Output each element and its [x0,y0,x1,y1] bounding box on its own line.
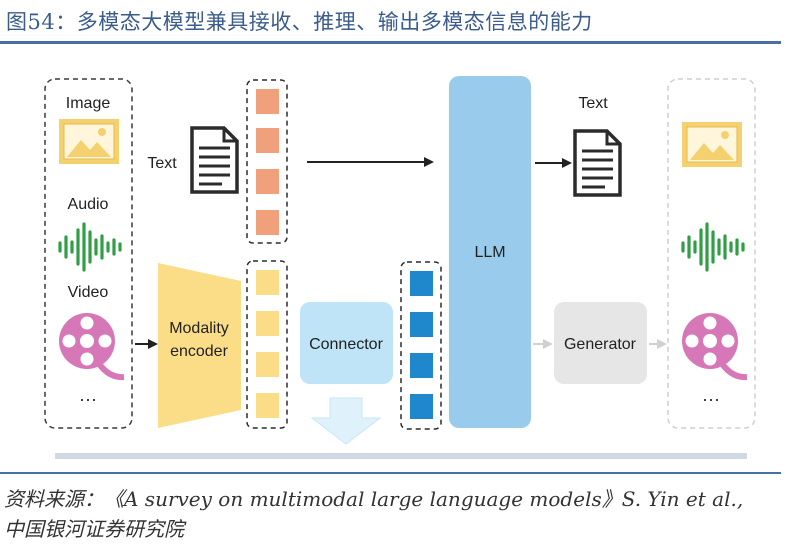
modality-token-column [246,260,288,429]
bottom-strip [55,453,747,459]
connector-token [410,394,433,419]
source-note: 资料来源：《A survey on multimodal large langu… [4,484,785,544]
modality-token [256,393,279,418]
connector-token [410,271,433,296]
generator-label: Generator [564,336,637,353]
connector-block [300,302,393,384]
source-line-1: 资料来源：《A survey on multimodal large langu… [4,487,744,511]
audio-label: Audio [68,196,109,213]
modality-encoder-label-line2: encoder [170,343,228,360]
generator-block [554,302,647,384]
image-output-icon [682,122,742,167]
input-more-ellipsis: ··· [79,389,97,409]
connector-token-column [400,261,442,430]
text-token [256,89,279,114]
connector-token [410,312,433,337]
modality-tokens [256,270,279,418]
image-input-icon [59,119,119,164]
text-output-document-icon [573,129,622,197]
modality-encoder-label-line1: Modality [169,320,229,337]
text-output-label: Text [578,95,608,112]
input-modalities-box [44,78,133,429]
text-tokens [256,89,279,235]
text-token [256,169,279,194]
source-divider [0,472,781,474]
text-input-label: Text [147,155,177,172]
video-output-reel-icon [682,313,748,381]
output-modalities-box [667,78,756,429]
audio-input-icon [58,222,122,272]
source-line-2: 中国银河证券研究院 [4,517,184,541]
modality-token [256,311,279,336]
figure-title: 图54：多模态大模型兼具接收、推理、输出多模态信息的能力 [6,10,593,34]
text-token-column [246,79,288,244]
output-more-ellipsis: ··· [702,389,720,409]
text-token [256,210,279,235]
connector-label: Connector [309,336,383,353]
text-input-document-icon [190,126,239,194]
modality-token [256,352,279,377]
video-reel-icon [59,313,125,381]
text-token [256,128,279,153]
connector-tokens [410,271,433,419]
llm-label: LLM [474,244,505,261]
image-label: Image [66,95,111,112]
audio-output-icon [681,222,745,272]
video-label: Video [68,284,109,301]
connector-down-arrow [310,397,382,445]
modality-token [256,270,279,295]
modality-encoder [158,263,241,428]
connector-token [410,353,433,378]
llm-block [449,76,531,428]
title-divider [0,41,781,44]
